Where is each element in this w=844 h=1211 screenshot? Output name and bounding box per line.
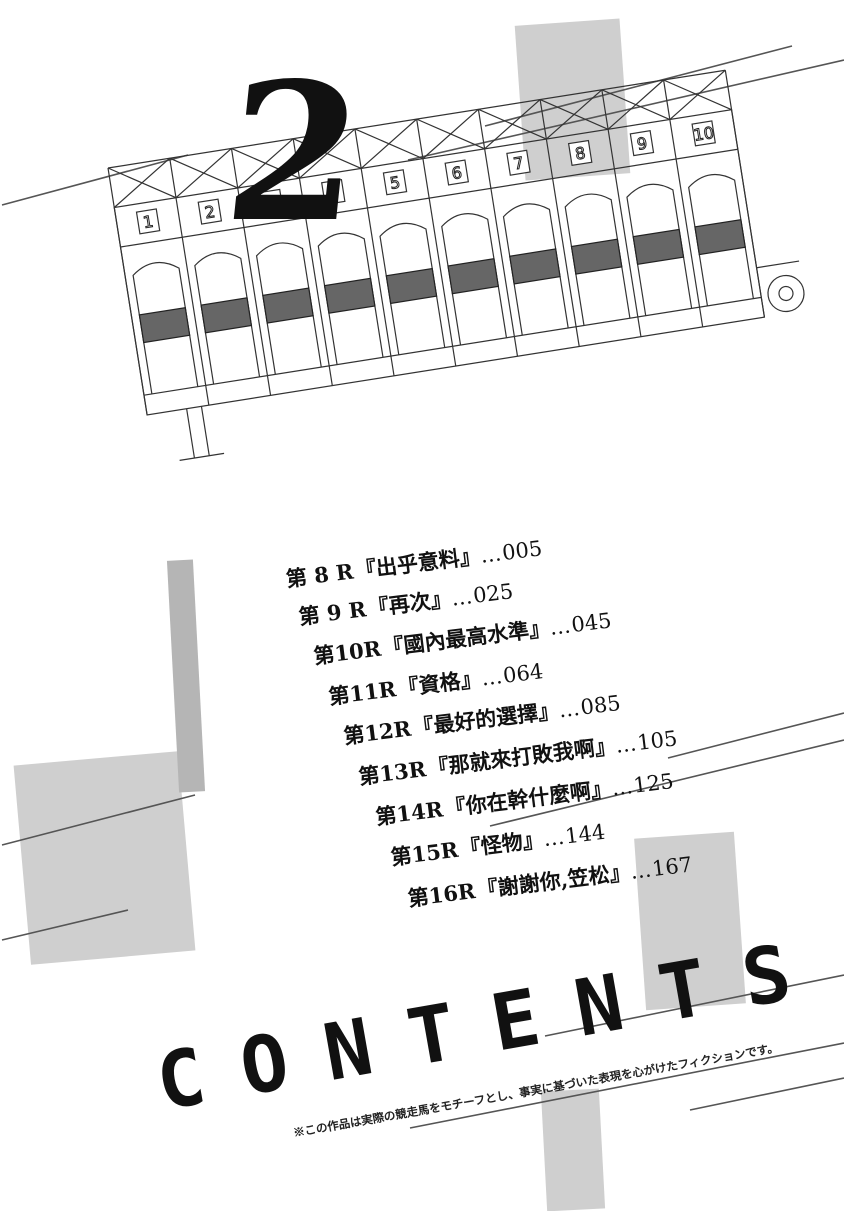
toc-item-page: 005 — [500, 536, 544, 566]
toc-item-number: 第16R — [406, 878, 477, 912]
toc-item-leader: … — [541, 824, 567, 852]
toc-item-page: 085 — [579, 690, 622, 720]
toc-item-page: 064 — [501, 659, 545, 688]
toc-item-leader: … — [628, 857, 654, 884]
gate-stall-number: 6 — [450, 163, 463, 183]
gate-stall — [509, 248, 561, 285]
gate-stall-number: 10 — [692, 123, 715, 145]
toc-item-page: 025 — [471, 579, 515, 608]
gate-stall — [632, 228, 685, 266]
toc-item-number: 第13R — [357, 756, 428, 790]
toc-item-leader: … — [478, 541, 504, 568]
gate-stall-number: 3 — [265, 192, 278, 212]
gate-stall-number: 4 — [327, 182, 340, 202]
gate-stall-number: 5 — [389, 173, 402, 193]
gate-stall-number: 7 — [512, 153, 525, 173]
toc-item-number: 第11R — [327, 676, 398, 710]
gate-stall-number: 2 — [203, 202, 216, 222]
toc-item-number: 第 9 R — [297, 596, 368, 630]
toc-item-page: 105 — [635, 726, 679, 755]
toc-item-number: 第14R — [374, 796, 445, 830]
volume-number: 2 — [216, 41, 372, 264]
gate-stall-number: 1 — [142, 212, 155, 232]
toc-item-leader: … — [557, 695, 583, 723]
gate-stall — [262, 287, 314, 324]
toc-item-leader: … — [610, 773, 636, 801]
toc-item-leader: … — [614, 731, 639, 758]
gate-stall — [447, 258, 500, 295]
gate-stall — [570, 238, 623, 275]
toc-item-number: 第10R — [312, 635, 383, 669]
gate-stall-number: 9 — [636, 133, 649, 153]
gate-stall — [323, 277, 376, 314]
toc-item-page: 045 — [570, 608, 613, 638]
toc-item-number: 第 8 R — [284, 558, 355, 592]
toc-item-number: 第12R — [342, 715, 413, 749]
toc-item-leader: … — [548, 613, 574, 640]
toc-item-page: 125 — [632, 769, 675, 798]
toc-item-number: 第15R — [389, 836, 460, 870]
gate-stall — [138, 306, 191, 344]
gate-stall — [385, 267, 438, 305]
toc-item-leader: … — [479, 664, 505, 691]
gate-stall — [200, 297, 253, 334]
toc-item-page: 167 — [650, 852, 694, 882]
gate-stall — [694, 218, 746, 256]
gate-stall-number: 8 — [574, 143, 587, 163]
toc-item-page: 144 — [563, 819, 607, 849]
toc-item-leader: … — [449, 584, 475, 611]
